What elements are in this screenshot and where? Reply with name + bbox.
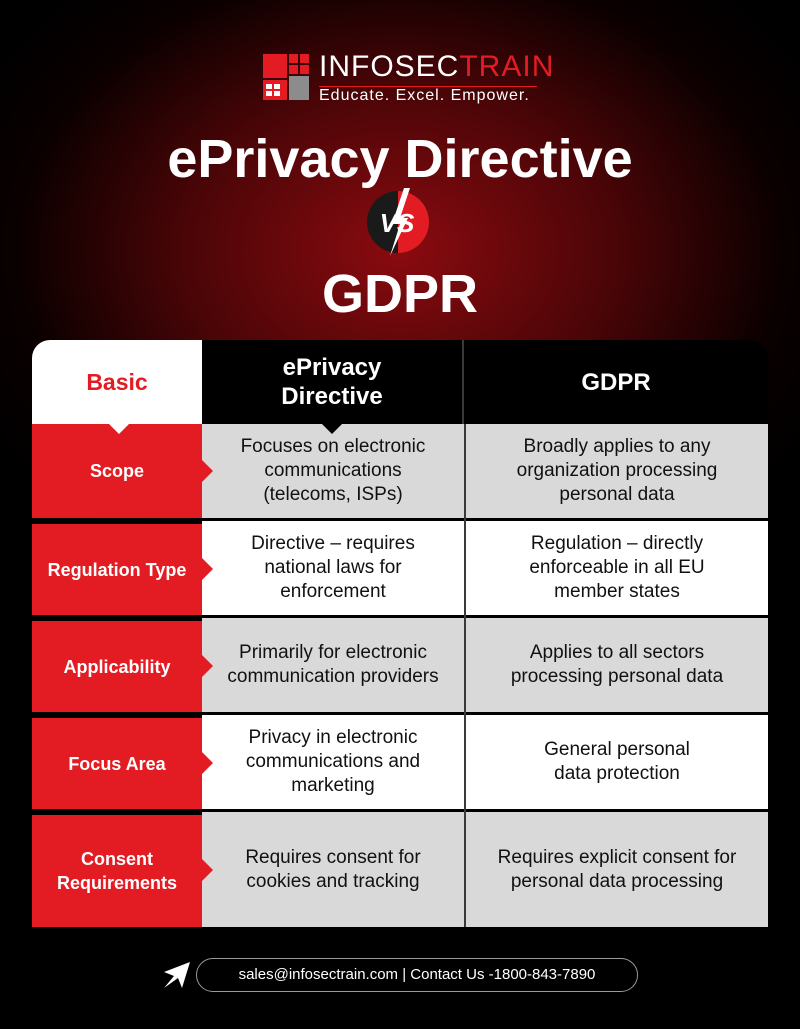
cell-eprivacy-scope: Focuses on electronic communications (te… bbox=[202, 424, 464, 518]
header-gdpr: GDPR bbox=[464, 340, 768, 424]
brand-tagline: Educate. Excel. Empower. bbox=[319, 87, 530, 104]
cell-gdpr-scope: Broadly applies to any organization proc… bbox=[466, 424, 768, 518]
comparison-table: Basic ePrivacy Directive GDPR Scope Focu… bbox=[32, 340, 768, 927]
cell-gdpr-consent-requirements: Requires explicit consent for personal d… bbox=[466, 812, 768, 927]
row-pointer bbox=[202, 460, 213, 482]
row-pointer bbox=[202, 558, 213, 580]
row-divider bbox=[202, 518, 768, 521]
cell-eprivacy-applicability: Primarily for electronic communication p… bbox=[202, 618, 464, 712]
cell-gdpr-applicability: Applies to all sectors processing person… bbox=[466, 618, 768, 712]
row-label-scope: Scope bbox=[32, 424, 202, 518]
column-divider bbox=[464, 424, 466, 927]
row-label-focus-area: Focus Area bbox=[32, 715, 202, 809]
send-icon bbox=[164, 962, 190, 988]
contact-info[interactable]: sales@infosectrain.com | Contact Us -180… bbox=[196, 958, 638, 992]
brand-underline bbox=[319, 86, 537, 87]
cell-eprivacy-consent-requirements: Requires consent for cookies and trackin… bbox=[202, 812, 464, 927]
page-title-line2: GDPR bbox=[321, 264, 478, 324]
row-pointer bbox=[202, 655, 213, 677]
row-divider bbox=[202, 809, 768, 812]
brand-logo: INFOSECTRAIN Educate. Excel. Empower. bbox=[263, 50, 553, 104]
header-eprivacy-pointer bbox=[320, 422, 344, 434]
header-eprivacy: ePrivacy Directive bbox=[202, 340, 464, 424]
header-basic-pointer bbox=[107, 422, 131, 434]
logo-grid-icon bbox=[263, 54, 309, 100]
page-title-line1: ePrivacy Directive bbox=[167, 129, 633, 189]
row-divider bbox=[202, 615, 768, 618]
cell-eprivacy-regulation-type: Directive – requires national laws for e… bbox=[202, 521, 464, 615]
brand-name: INFOSECTRAIN bbox=[319, 50, 555, 83]
row-label-applicability: Applicability bbox=[32, 618, 202, 712]
row-label-regulation-type: Regulation Type bbox=[32, 521, 202, 615]
row-pointer bbox=[202, 859, 213, 881]
cell-eprivacy-focus-area: Privacy in electronic communications and… bbox=[202, 715, 464, 809]
header-basic: Basic bbox=[32, 340, 202, 424]
vs-badge-icon: VS bbox=[367, 188, 429, 256]
row-label-consent-requirements: Consent Requirements bbox=[32, 812, 202, 927]
cell-gdpr-focus-area: General personal data protection bbox=[466, 715, 768, 809]
row-divider bbox=[202, 712, 768, 715]
cell-gdpr-regulation-type: Regulation – directly enforceable in all… bbox=[466, 521, 768, 615]
vs-badge-text: VS bbox=[380, 208, 415, 238]
row-pointer bbox=[202, 752, 213, 774]
